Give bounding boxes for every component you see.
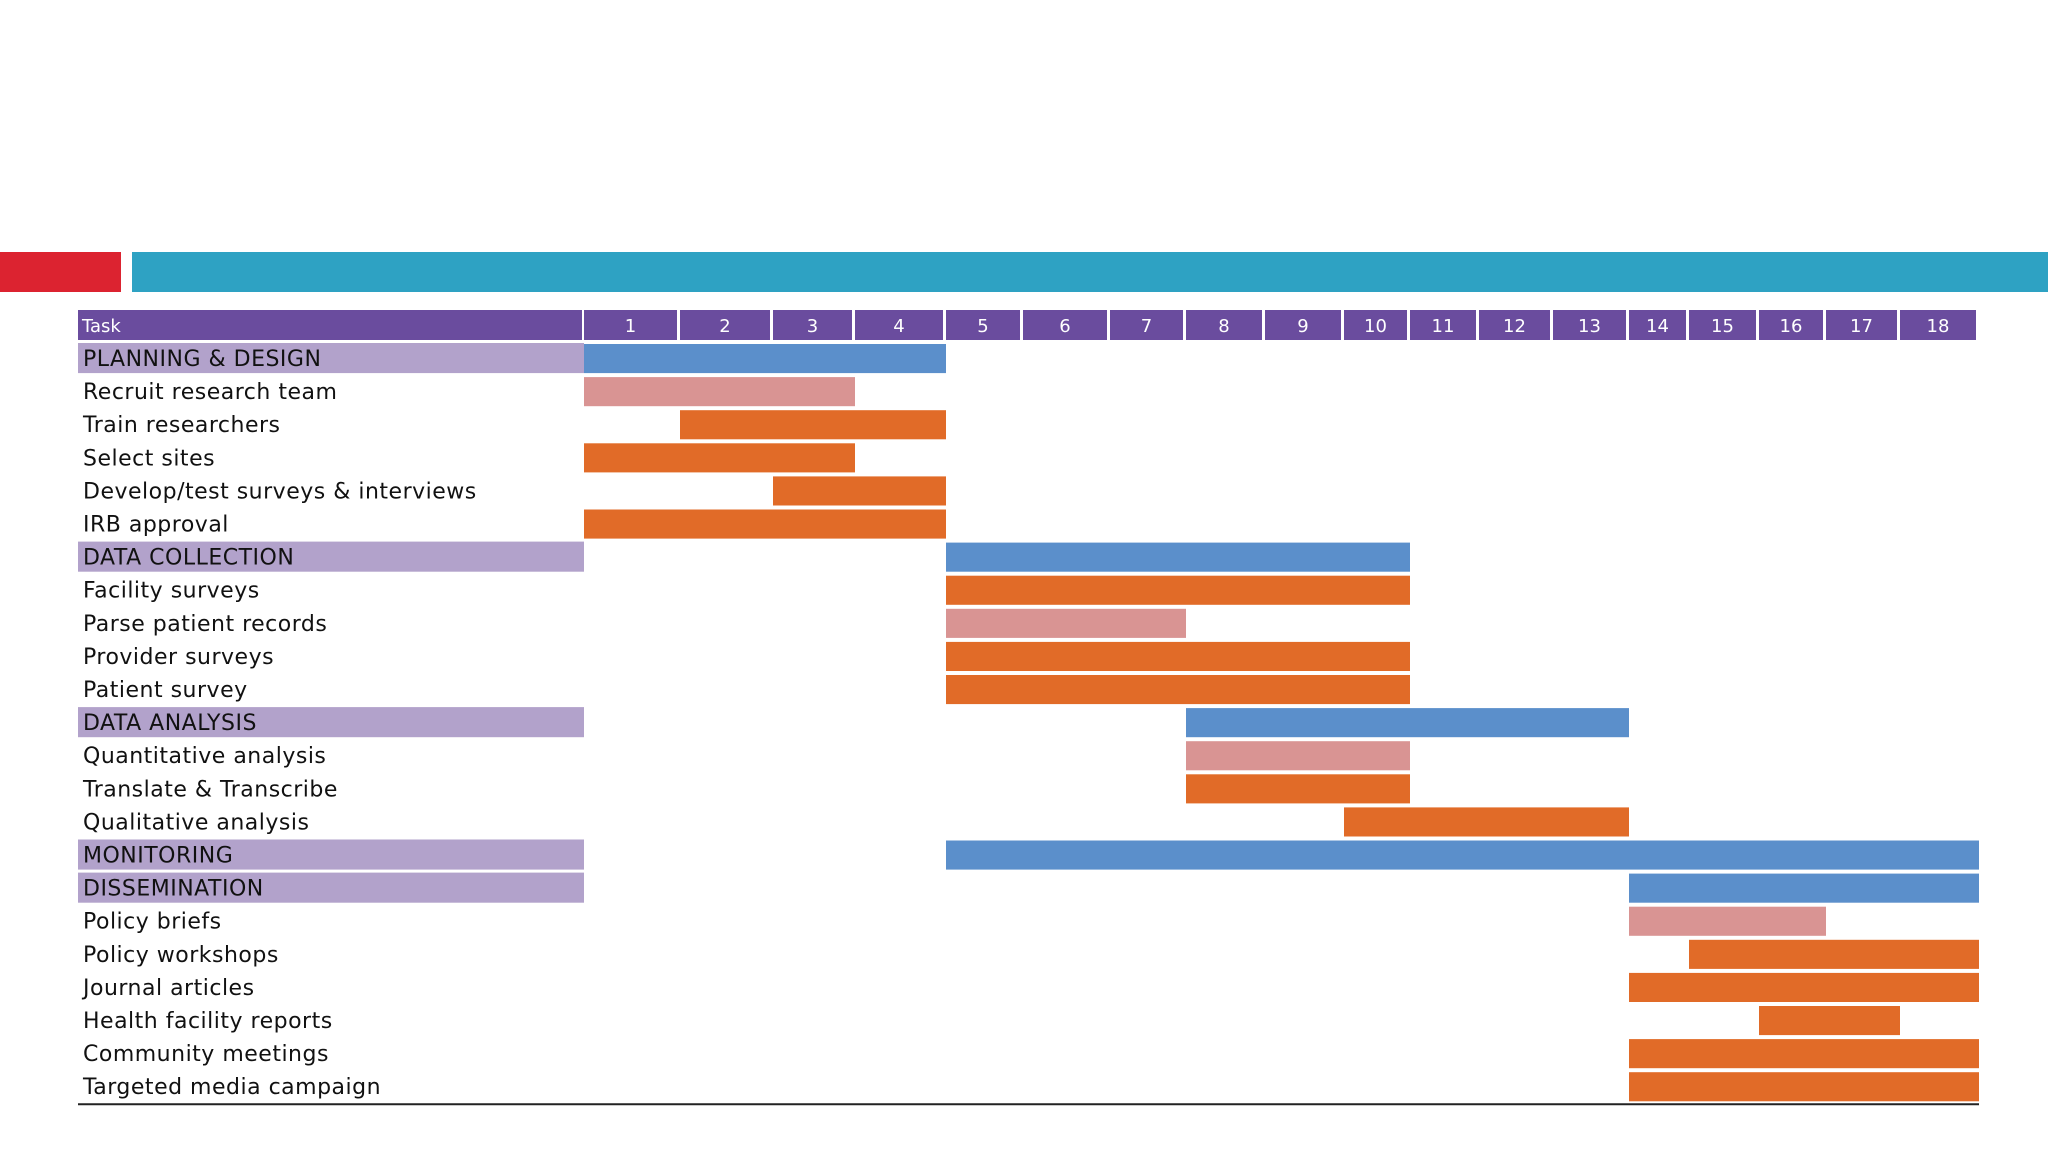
phase-label: PLANNING & DESIGN bbox=[83, 347, 321, 372]
task-label: Policy briefs bbox=[83, 910, 222, 935]
phase-label-bg bbox=[78, 343, 584, 374]
task-label: Journal articles bbox=[81, 976, 255, 1001]
task-bar bbox=[1629, 906, 1826, 936]
phase-label: DATA ANALYSIS bbox=[83, 711, 257, 736]
period-tick-label: 11 bbox=[1432, 316, 1455, 337]
phase-bar bbox=[946, 840, 1979, 870]
period-header-cell bbox=[1265, 310, 1341, 340]
task-bar bbox=[1186, 741, 1410, 771]
task-bar bbox=[773, 476, 946, 506]
period-tick-label: 3 bbox=[807, 316, 818, 337]
period-tick-label: 8 bbox=[1218, 316, 1229, 337]
task-label: Train researchers bbox=[82, 413, 281, 438]
period-tick-label: 1 bbox=[625, 316, 636, 337]
period-header-cell bbox=[584, 310, 677, 340]
period-tick-label: 12 bbox=[1503, 316, 1526, 337]
period-header-cell bbox=[1759, 310, 1823, 340]
period-tick-label: 6 bbox=[1059, 316, 1070, 337]
phase-label: DISSEMINATION bbox=[83, 877, 264, 902]
task-bar bbox=[584, 509, 946, 539]
phase-label: MONITORING bbox=[83, 844, 233, 869]
period-tick-label: 9 bbox=[1297, 316, 1308, 337]
phase-bar bbox=[1629, 873, 1979, 903]
period-tick-label: 7 bbox=[1141, 316, 1152, 337]
period-tick-label: 16 bbox=[1780, 316, 1803, 337]
task-label: Quantitative analysis bbox=[83, 744, 326, 769]
period-tick-label: 13 bbox=[1578, 316, 1601, 337]
period-header-cell bbox=[1023, 310, 1107, 340]
phase-label-bg bbox=[78, 839, 584, 870]
task-label: IRB approval bbox=[83, 513, 229, 538]
task-label: Facility surveys bbox=[83, 579, 260, 604]
phase-label-bg bbox=[78, 541, 584, 572]
task-bar bbox=[584, 443, 855, 473]
period-tick-label: 17 bbox=[1850, 316, 1873, 337]
phase-label-bg bbox=[78, 872, 584, 903]
period-tick-label: 4 bbox=[893, 316, 904, 337]
task-label: Provider surveys bbox=[83, 645, 274, 670]
task-bar bbox=[1629, 1039, 1979, 1069]
period-header-cell bbox=[1186, 310, 1262, 340]
task-bar bbox=[1689, 939, 1979, 969]
period-header-cell bbox=[855, 310, 943, 340]
task-bar bbox=[946, 575, 1410, 605]
period-header-cell bbox=[1629, 310, 1686, 340]
task-label: Health facility reports bbox=[83, 1009, 333, 1034]
task-label: Targeted media campaign bbox=[82, 1075, 381, 1100]
period-tick-label: 14 bbox=[1646, 316, 1669, 337]
task-label: Policy workshops bbox=[83, 943, 279, 968]
task-bar bbox=[1186, 774, 1410, 804]
task-label: Develop/test surveys & interviews bbox=[83, 479, 477, 504]
phase-bar bbox=[946, 542, 1410, 572]
task-bar bbox=[680, 410, 946, 440]
period-tick-label: 5 bbox=[977, 316, 988, 337]
period-tick-label: 18 bbox=[1927, 316, 1950, 337]
period-header-cell bbox=[773, 310, 852, 340]
teal-title-band bbox=[132, 252, 2048, 292]
period-tick-label: 2 bbox=[719, 316, 730, 337]
task-label: Patient survey bbox=[83, 678, 248, 703]
task-label: Select sites bbox=[83, 446, 215, 471]
task-bar bbox=[946, 608, 1186, 638]
task-label: Recruit research team bbox=[83, 380, 337, 405]
header-task-cell bbox=[78, 310, 582, 340]
period-header-cell bbox=[680, 310, 770, 340]
task-bar bbox=[1629, 972, 1979, 1002]
task-label: Community meetings bbox=[83, 1042, 329, 1067]
period-header-cell bbox=[1900, 310, 1976, 340]
header-task-label: Task bbox=[81, 316, 121, 337]
task-label: Parse patient records bbox=[83, 612, 327, 637]
phase-bar bbox=[1186, 708, 1629, 738]
task-label: Qualitative analysis bbox=[83, 810, 309, 835]
task-bar bbox=[946, 641, 1410, 671]
task-bar bbox=[1629, 1072, 1979, 1102]
phase-label: DATA COLLECTION bbox=[83, 546, 294, 571]
period-header-cell bbox=[946, 310, 1020, 340]
red-accent-band bbox=[0, 252, 121, 292]
period-header-cell bbox=[1479, 310, 1550, 340]
period-tick-label: 10 bbox=[1364, 316, 1387, 337]
task-bar bbox=[1759, 1006, 1900, 1036]
period-header-cell bbox=[1689, 310, 1756, 340]
task-bar bbox=[946, 675, 1410, 705]
period-header-cell bbox=[1553, 310, 1626, 340]
task-label: Translate & Transcribe bbox=[82, 777, 338, 802]
period-header-cell bbox=[1410, 310, 1476, 340]
period-header-cell bbox=[1826, 310, 1897, 340]
phase-label-bg bbox=[78, 707, 584, 738]
task-bar bbox=[1344, 807, 1629, 837]
period-header-cell bbox=[1344, 310, 1407, 340]
phase-bar bbox=[584, 344, 946, 374]
period-tick-label: 15 bbox=[1711, 316, 1734, 337]
period-header-cell bbox=[1110, 310, 1183, 340]
task-bar bbox=[584, 377, 855, 407]
